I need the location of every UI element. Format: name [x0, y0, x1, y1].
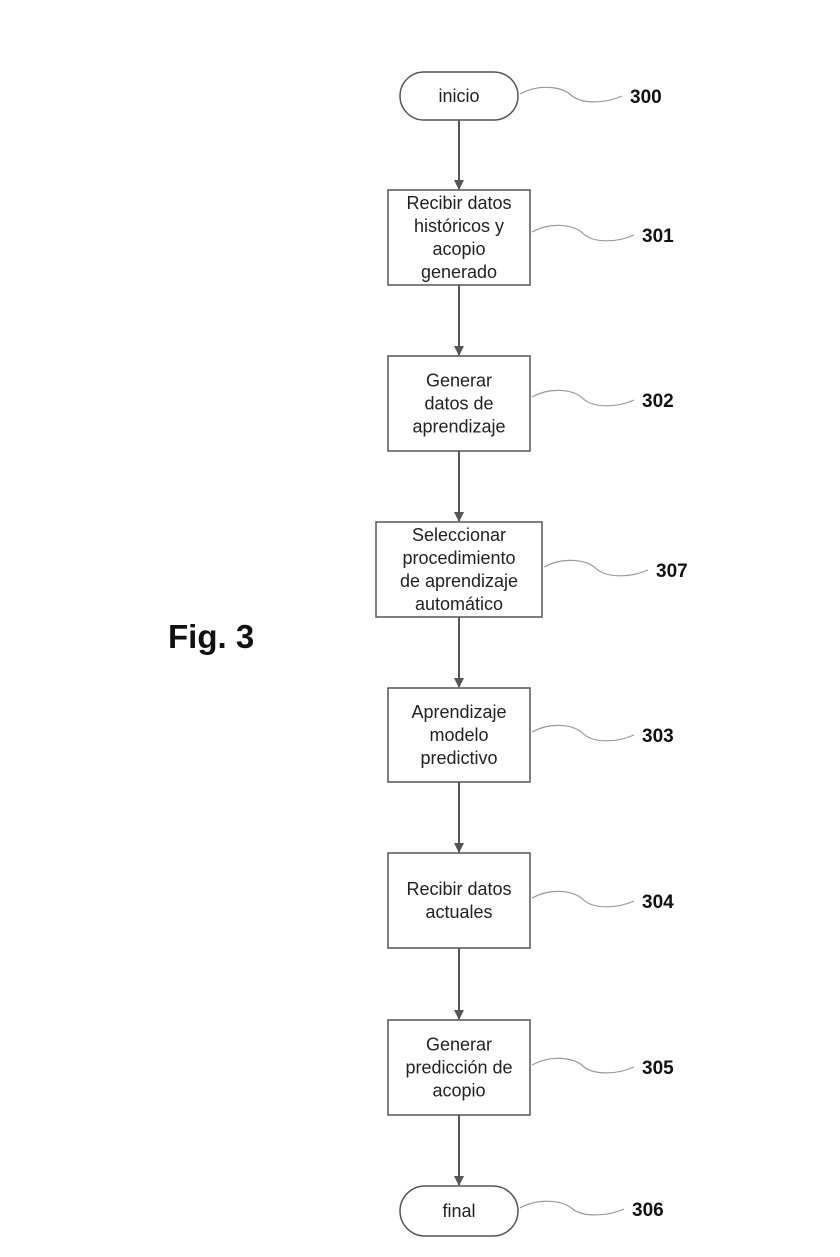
node-label-line: históricos y — [414, 216, 504, 236]
reference-number: 301 — [642, 226, 674, 247]
node-label-line: Generar — [426, 371, 492, 391]
reference-leader-line — [519, 1200, 625, 1216]
process-node-302: Generar datos de aprendizaje 302 — [387, 355, 674, 452]
node-label-line: final — [442, 1201, 475, 1221]
node-shape — [387, 355, 531, 452]
reference-number: 306 — [632, 1200, 664, 1221]
reference-leader-line — [531, 1057, 635, 1074]
node-label-line: inicio — [438, 86, 479, 106]
reference-number: 300 — [630, 87, 662, 108]
node-label-line: acopio — [432, 239, 485, 259]
terminal-node-306: final 306 — [399, 1185, 664, 1237]
reference-leader-line — [531, 224, 635, 242]
node-label-line: Recibir datos — [406, 193, 511, 213]
node-label-line: datos de — [424, 394, 493, 414]
node-shape — [387, 189, 531, 286]
reference-leader-line — [519, 86, 623, 103]
node-label-line: automático — [415, 594, 503, 614]
node-label-line: Seleccionar — [412, 525, 506, 545]
reference-number: 303 — [642, 726, 674, 747]
reference-leader-line — [531, 389, 635, 407]
node-label-line: Aprendizaje — [411, 702, 506, 722]
process-node-304: Recibir datos actuales 304 — [387, 852, 674, 949]
process-node-303: Aprendizaje modelo predictivo 303 — [387, 687, 674, 783]
node-shape — [387, 687, 531, 783]
reference-number: 305 — [642, 1058, 674, 1079]
node-label-line: acopio — [432, 1081, 485, 1101]
node-shape — [387, 1019, 531, 1116]
reference-number: 304 — [642, 892, 674, 913]
node-label-line: Generar — [426, 1035, 492, 1055]
reference-number: 307 — [656, 561, 688, 582]
node-label-line: predictivo — [420, 748, 497, 768]
node-shape — [387, 852, 531, 949]
process-node-301: Recibir datos históricos y acopio generado 3… — [387, 189, 674, 286]
figure-label: Fig. 3 — [168, 618, 255, 655]
reference-leader-line — [531, 724, 635, 742]
node-label-line: de aprendizaje — [400, 571, 518, 591]
node-label-line: generado — [421, 262, 497, 282]
node-label-line: predicción de — [405, 1058, 512, 1078]
process-node-305: Generar predicción de acopio 305 — [387, 1019, 674, 1116]
node-label-line: actuales — [425, 902, 492, 922]
node-label-line: procedimiento — [402, 548, 515, 568]
process-node-307: Seleccionar procedimiento de aprendizaje au… — [375, 521, 688, 618]
reference-leader-line — [531, 890, 635, 908]
node-label-line: aprendizaje — [412, 417, 505, 437]
node-label-line: Recibir datos — [406, 879, 511, 899]
node-shape — [375, 521, 543, 618]
node-shape — [399, 71, 519, 121]
reference-leader-line — [543, 559, 649, 577]
node-shape — [399, 1185, 519, 1237]
reference-number: 302 — [642, 391, 674, 412]
node-label-line: modelo — [429, 725, 488, 745]
terminal-node-300: inicio 300 — [399, 71, 662, 121]
